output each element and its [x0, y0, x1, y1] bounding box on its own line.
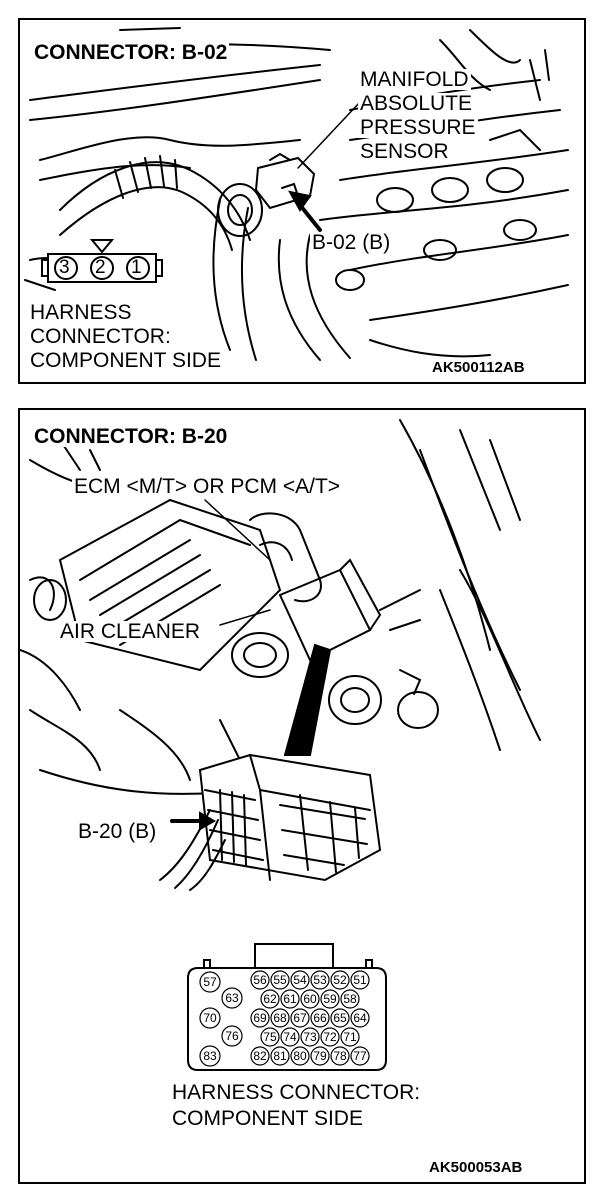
connector-b02-panel: CONNECTOR: B-02 MANIFOLD ABSOLUTE PRESSU…	[18, 18, 586, 384]
pin-61: 61	[283, 992, 297, 1006]
harness-label-line-1: HARNESS	[28, 301, 134, 324]
figure-code: AK500053AB	[427, 1159, 525, 1176]
pin-52: 52	[333, 973, 347, 987]
pin-64: 64	[353, 1011, 367, 1025]
pin-68: 68	[273, 1011, 287, 1025]
harness-label-line-2: COMPONENT SIDE	[170, 1107, 365, 1130]
pin-76: 76	[225, 1029, 239, 1043]
air-cleaner-label: AIR CLEANER	[58, 620, 203, 643]
pin-51: 51	[353, 973, 367, 987]
pin-53: 53	[313, 973, 327, 987]
ecm-module-drawing	[159, 753, 382, 891]
connector-title: CONNECTOR: B-20	[32, 425, 230, 448]
b20-pin-layout: 57 63 70 76 83 56 55 54 53 52 51 62 61 6…	[199, 970, 370, 1067]
pin-3: 3	[59, 257, 70, 278]
pin-75: 75	[263, 1030, 277, 1044]
engine-bay-illustration-b02	[24, 27, 569, 361]
pin-57: 57	[203, 975, 217, 989]
pin-77: 77	[353, 1049, 367, 1063]
sensor-label-line-3: PRESSURE	[358, 116, 478, 139]
harness-label-line-2: CONNECTOR:	[28, 325, 173, 348]
pin-58: 58	[343, 992, 357, 1006]
pin-73: 73	[303, 1030, 317, 1044]
connector-callout: B-02 (B)	[310, 231, 393, 254]
pin-66: 66	[313, 1011, 327, 1025]
pin-81: 81	[273, 1049, 287, 1063]
pin-1: 1	[131, 257, 142, 278]
pin-67: 67	[293, 1011, 307, 1025]
engine-bay-illustration-b20	[20, 419, 541, 1071]
pin-69: 69	[253, 1011, 267, 1025]
pin-60: 60	[303, 992, 317, 1006]
pin-78: 78	[333, 1049, 347, 1063]
pin-83: 83	[203, 1049, 217, 1063]
figure-code: AK500112AB	[430, 359, 527, 376]
module-label: ECM <M/T> OR PCM <A/T>	[72, 475, 343, 498]
pin-70: 70	[203, 1011, 217, 1025]
pin-72: 72	[323, 1030, 337, 1044]
pin-63: 63	[225, 991, 239, 1005]
pin-54: 54	[293, 973, 307, 987]
pin-55: 55	[273, 973, 287, 987]
b02-harness-connector-drawing	[41, 239, 163, 283]
pin-82: 82	[253, 1049, 267, 1063]
pin-2: 2	[95, 257, 106, 278]
sensor-label-line-1: MANIFOLD	[358, 68, 471, 91]
pin-62: 62	[263, 992, 277, 1006]
pin-65: 65	[333, 1011, 347, 1025]
connector-b20-panel: 57 63 70 76 83 56 55 54 53 52 51 62 61 6…	[18, 408, 586, 1184]
pin-80: 80	[293, 1049, 307, 1063]
pin-79: 79	[313, 1049, 327, 1063]
pin-71: 71	[343, 1030, 357, 1044]
pin-56: 56	[253, 973, 267, 987]
connector-callout: B-20 (B)	[76, 820, 159, 843]
pin-59: 59	[323, 992, 337, 1006]
sensor-label-line-2: ABSOLUTE	[358, 92, 475, 115]
harness-label-line-3: COMPONENT SIDE	[28, 349, 223, 372]
harness-label-line-1: HARNESS CONNECTOR:	[170, 1081, 423, 1104]
connector-title: CONNECTOR: B-02	[32, 41, 230, 64]
sensor-label-line-4: SENSOR	[358, 140, 451, 163]
pin-74: 74	[283, 1030, 297, 1044]
